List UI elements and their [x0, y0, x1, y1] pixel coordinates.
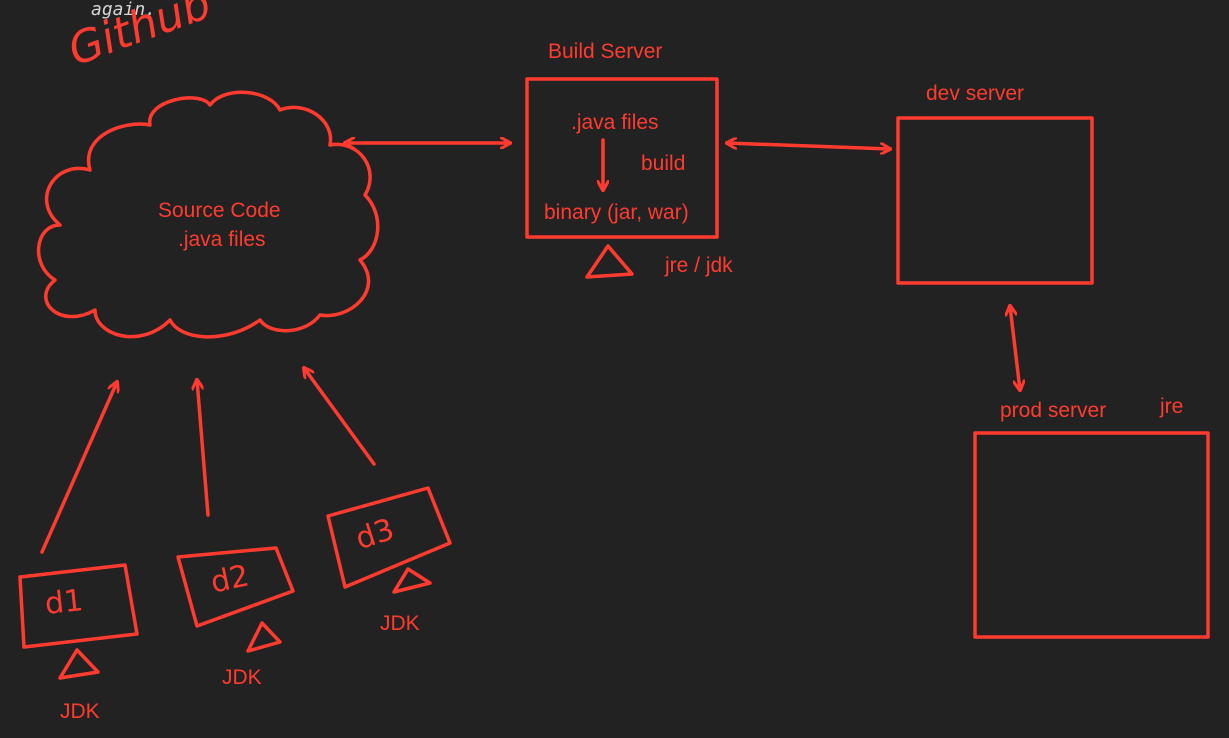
prod-server-title: prod server — [1000, 399, 1107, 422]
d2-laptop — [176, 546, 295, 628]
d1-jdk-icon — [58, 648, 100, 680]
d1-laptop — [18, 563, 139, 649]
dev-server-title: dev server — [926, 82, 1025, 105]
d1-label: d1 — [43, 583, 85, 622]
build-output-label: binary (jar, war) — [544, 201, 689, 224]
d3-push-arrow — [304, 368, 376, 466]
dev-server-box — [896, 116, 1094, 285]
build-server-box — [525, 77, 719, 239]
cloud-java-files-label: .java files — [178, 228, 266, 251]
d2-jdk-icon — [246, 621, 282, 653]
header-fragment: again. — [91, 0, 157, 20]
dev-prod-arrow — [1010, 306, 1020, 390]
d2-label: d2 — [207, 558, 253, 601]
d2-push-arrow — [197, 380, 210, 517]
prod-runtime-label: jre — [1160, 395, 1184, 418]
build-runtime-label: jre / jdk — [665, 254, 733, 277]
d2-jdk-label: JDK — [222, 666, 262, 689]
build-dev-arrow — [727, 143, 890, 149]
build-server-jdk-icon — [585, 244, 634, 279]
d3-jdk-icon — [392, 567, 432, 594]
prod-server-box — [973, 431, 1210, 639]
d1-push-arrow — [40, 382, 117, 554]
d3-laptop — [326, 486, 452, 589]
cloud-source-code-label: Source Code — [158, 199, 281, 222]
build-server-title: Build Server — [548, 40, 663, 63]
source-cloud-shape — [37, 90, 380, 339]
build-input-label: .java files — [571, 111, 659, 134]
build-step-label: build — [641, 152, 686, 175]
d3-jdk-label: JDK — [380, 612, 420, 635]
d1-jdk-label: JDK — [60, 700, 100, 723]
